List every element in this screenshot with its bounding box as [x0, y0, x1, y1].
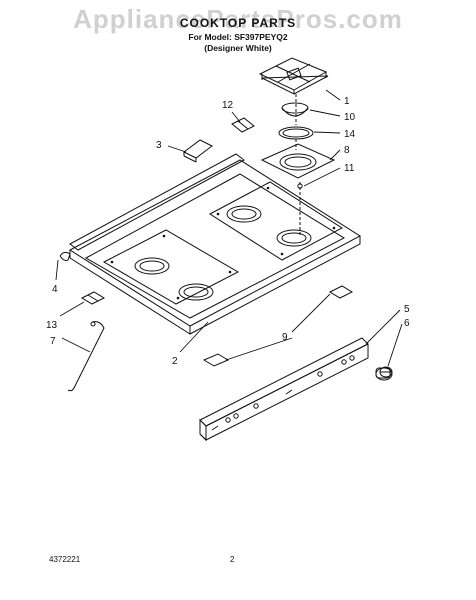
callout-13: 13 — [46, 320, 58, 331]
clip-13 — [80, 291, 106, 305]
burner-cap — [281, 102, 309, 117]
callout-5: 5 — [404, 304, 410, 315]
clip-left — [59, 251, 71, 261]
callout-12: 12 — [222, 100, 234, 111]
callout-8: 8 — [344, 145, 350, 156]
control-panel — [199, 337, 369, 442]
plate-screws — [110, 186, 336, 300]
callout-6: 6 — [404, 318, 410, 329]
burner-grate — [258, 57, 329, 95]
model-line: For Model: SF397PEYQ2 — [188, 32, 288, 42]
callout-7: 7 — [50, 336, 56, 347]
page-number: 2 — [230, 555, 235, 564]
cooktop-panel — [69, 153, 361, 335]
burner-spill-plate — [260, 143, 336, 179]
hinge-bracket — [183, 139, 213, 163]
callout-3: 3 — [156, 140, 162, 151]
clip-9-right — [328, 285, 354, 299]
support-rod — [67, 321, 105, 392]
callout-2: 2 — [172, 356, 178, 367]
burner-openings — [134, 205, 312, 301]
screw — [295, 94, 303, 236]
callout-11: 11 — [344, 163, 355, 174]
watermark: AppliancePartsPros.com — [73, 4, 403, 34]
leader-lines — [55, 89, 403, 367]
clip-9-lower — [202, 353, 230, 367]
control-knob — [375, 366, 393, 381]
burner-ring — [278, 126, 314, 140]
callout-1: 1 — [344, 96, 350, 107]
callout-10: 10 — [344, 112, 356, 123]
callout-14: 14 — [344, 129, 356, 140]
callout-labels: 1 10 14 8 11 12 3 4 13 7 2 9 5 6 — [46, 96, 410, 367]
diagram-title: COOKTOP PARTS — [179, 16, 297, 30]
bracket-12 — [231, 117, 255, 133]
color-variant: (Designer White) — [204, 43, 272, 53]
callout-9: 9 — [282, 332, 288, 343]
document-number: 4372221 — [49, 555, 81, 564]
callout-4: 4 — [52, 284, 58, 295]
